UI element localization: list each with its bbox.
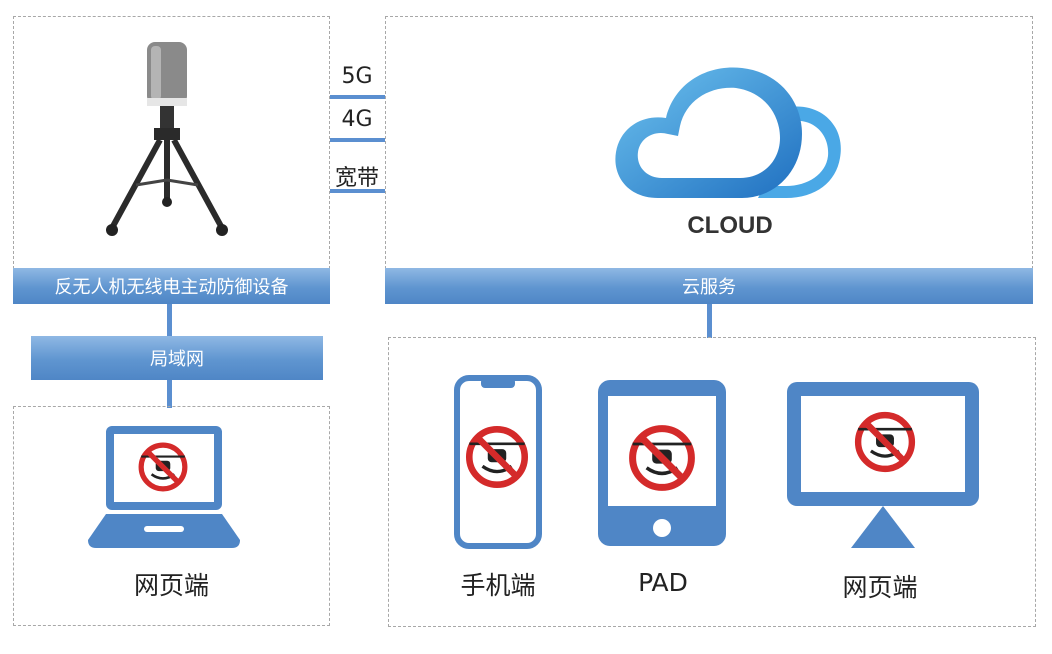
device-to-lan-line [167, 304, 172, 336]
no-drone-icon [854, 411, 916, 473]
phone-label: 手机端 [460, 571, 536, 600]
network-broadband-label: 宽带 [334, 166, 379, 191]
cloud-service-bar: 云服务 [385, 268, 1033, 304]
device-label-bar: 反无人机无线电主动防御设备 [13, 268, 330, 304]
pad-label: PAD [638, 568, 688, 597]
no-drone-icon [629, 425, 695, 491]
network-4g-line [330, 138, 385, 142]
network-4g-label: 4G [341, 107, 373, 132]
remote-web-label: 网页端 [842, 573, 918, 602]
network-broadband-line [330, 189, 385, 193]
cloud-to-clients-line [707, 304, 712, 338]
network-5g-label: 5G [341, 64, 373, 89]
network-5g-line [330, 95, 385, 99]
cloud-wordmark: CLOUD [687, 212, 773, 239]
cloud-icon [615, 67, 841, 199]
local-web-label: 网页端 [133, 571, 209, 600]
no-drone-icon [138, 442, 188, 492]
antenna-tripod-icon [106, 42, 228, 236]
lan-to-web-line [167, 380, 172, 408]
local-client-box [13, 406, 330, 626]
no-drone-icon [465, 425, 529, 489]
remote-client-box [388, 337, 1036, 627]
lan-bar: 局域网 [31, 336, 323, 380]
